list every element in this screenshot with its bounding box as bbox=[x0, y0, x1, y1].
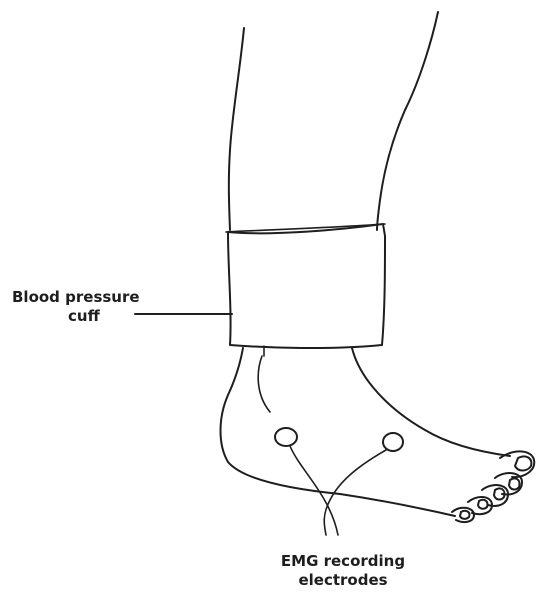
instep-outline bbox=[352, 348, 510, 456]
leg-front-outline bbox=[377, 12, 438, 230]
cuff-label-line2: cuff bbox=[68, 307, 101, 325]
sole-outline bbox=[340, 494, 455, 516]
toenail-little bbox=[460, 511, 469, 519]
toenail-big bbox=[515, 456, 531, 470]
ankle-bone-line bbox=[258, 356, 270, 412]
electrode-right bbox=[383, 433, 403, 451]
cuff-label-line1: Blood pressure bbox=[12, 288, 140, 306]
toenail-fourth bbox=[478, 500, 487, 509]
lead-wire-right bbox=[324, 450, 386, 535]
leg-back-outline bbox=[229, 28, 244, 230]
heel-outline bbox=[221, 348, 341, 494]
electrode-label-line1: EMG recording bbox=[281, 552, 405, 570]
electrode-label-line2: electrodes bbox=[298, 571, 387, 589]
electrode-left bbox=[275, 428, 297, 446]
blood-pressure-cuff bbox=[228, 224, 385, 348]
toe-little bbox=[452, 508, 474, 522]
toenail-second bbox=[509, 478, 519, 489]
